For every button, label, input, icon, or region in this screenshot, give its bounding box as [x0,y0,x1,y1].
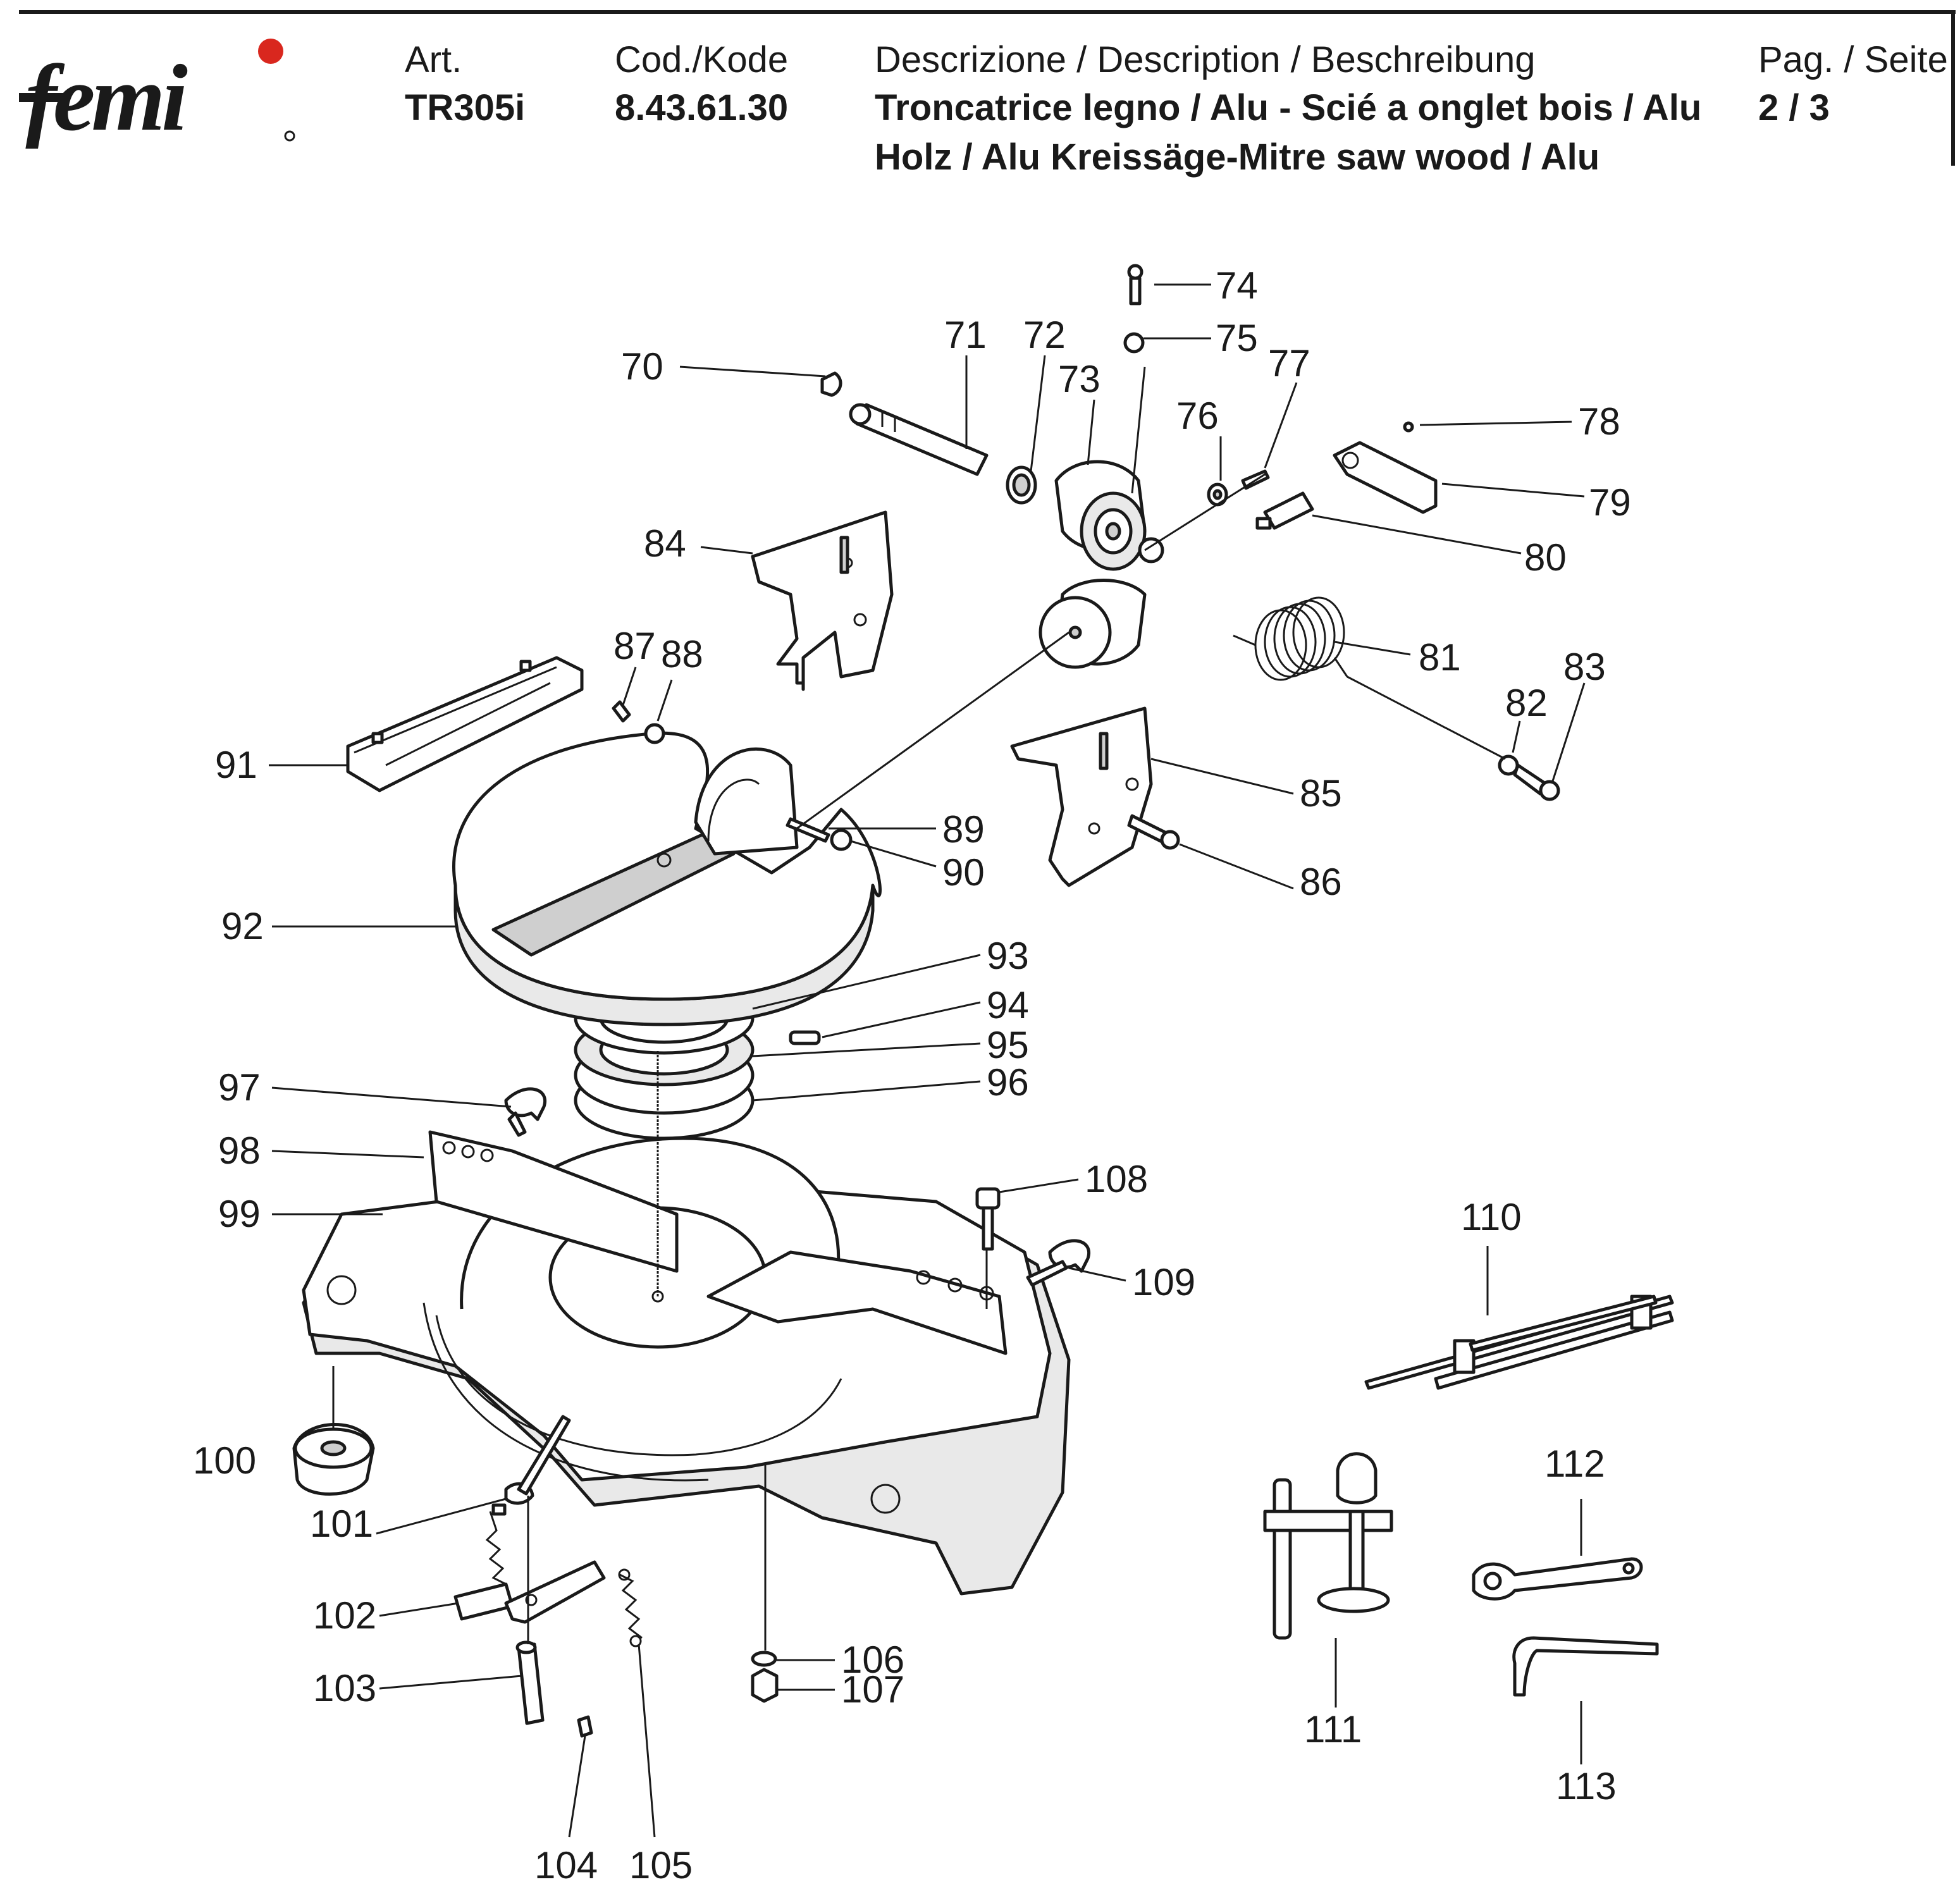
page-column: Pag. / Seite 2 / 3 [1758,37,1948,133]
callout-83: 83 [1563,646,1606,688]
callout-76: 76 [1176,395,1219,437]
guard-plate-upper [751,510,894,691]
torsion-spring [1233,596,1348,681]
spring-bolt-and-washer [1498,754,1560,801]
callout-99: 99 [218,1193,261,1235]
page-value: 2 / 3 [1758,87,1830,128]
callout-96: 96 [987,1061,1029,1104]
callout-102: 102 [313,1594,376,1637]
sliding-fence [346,656,584,792]
callout-81: 81 [1419,636,1461,679]
callout-74: 74 [1216,264,1258,307]
spanner-wrench [1472,1557,1643,1601]
callout-80: 80 [1524,536,1567,579]
callout-85: 85 [1300,772,1342,815]
code-label: Cod./Kode [615,39,789,80]
logo-red-dot [258,39,283,64]
callout-labels: 70 71 72 73 74 75 76 77 78 79 80 81 82 8… [193,264,1631,1885]
clamp-knobs [504,1087,1091,1287]
callout-98: 98 [218,1129,261,1172]
header-right-rule [1951,10,1955,166]
callout-92: 92 [221,905,264,947]
turntable [452,731,882,1026]
callout-89: 89 [942,808,985,851]
base-assembly [302,1130,1071,1596]
callout-86: 86 [1300,861,1342,903]
callout-107: 107 [841,1668,904,1711]
code-value: 8.43.61.30 [615,87,789,128]
callout-93: 93 [987,935,1029,977]
hex-key [1512,1636,1659,1697]
callout-91: 91 [215,744,257,786]
description-line-2: Holz / Alu Kreissäge-Mitre saw wood / Al… [875,137,1600,178]
callout-110: 110 [1461,1196,1522,1238]
washer-and-nut [751,1651,779,1703]
callout-84: 84 [644,522,686,565]
callout-100: 100 [193,1439,256,1482]
callout-94: 94 [987,984,1029,1026]
callout-88: 88 [661,633,703,675]
header-top-rule [19,10,1956,14]
handle-assembly [1207,421,1438,530]
code-column: Cod./Kode 8.43.61.30 [615,37,788,133]
leader-lines [269,283,1586,1838]
fence-screws [612,700,853,851]
parallel-guide [1364,1295,1674,1390]
callout-109: 109 [1132,1261,1195,1303]
callout-108: 108 [1085,1158,1148,1200]
callout-95: 95 [987,1024,1029,1066]
guard-plate-lower [1010,706,1180,887]
article-value: TR305i [405,87,526,128]
description-label: Descrizione / Description / Beschreibung [875,39,1536,80]
callout-73: 73 [1058,358,1100,400]
callout-111: 111 [1304,1708,1362,1751]
callout-104: 104 [534,1844,598,1885]
callout-103: 103 [313,1667,376,1709]
detent-mechanism [453,1415,643,1738]
header: femi Art. TR305i Cod./Kode 8.43.61.30 De… [0,0,1960,178]
exploded-parts-diagram: 70 71 72 73 74 75 76 77 78 79 80 81 82 8… [193,264,1674,1885]
callout-97: 97 [218,1066,261,1109]
callout-70: 70 [621,345,663,388]
callout-112: 112 [1544,1443,1605,1485]
callout-77: 77 [1268,342,1310,385]
article-label: Art. [405,39,462,80]
description-column: Descrizione / Description / Beschreibung… [875,37,1701,182]
callout-79: 79 [1589,481,1631,524]
description-line-1: Troncatrice legno / Alu - Scié a onglet … [875,87,1702,128]
callout-106: 106 [841,1639,904,1681]
hold-down-clamp [1263,1452,1393,1640]
page-label: Pag. / Seite [1758,39,1948,80]
callout-87: 87 [613,625,656,667]
callout-82: 82 [1505,682,1548,724]
femi-logo: femi [19,39,295,149]
callout-113: 113 [1556,1765,1617,1807]
callout-105: 105 [629,1844,693,1885]
callout-75: 75 [1216,317,1258,359]
article-column: Art. TR305i [405,37,525,133]
arbor-shaft-assembly [820,264,1164,669]
callout-101: 101 [310,1503,373,1545]
callout-90: 90 [942,851,985,894]
callout-71: 71 [944,314,987,356]
rubber-foot [292,1423,375,1496]
callout-72: 72 [1023,314,1066,356]
callout-78: 78 [1578,400,1620,443]
